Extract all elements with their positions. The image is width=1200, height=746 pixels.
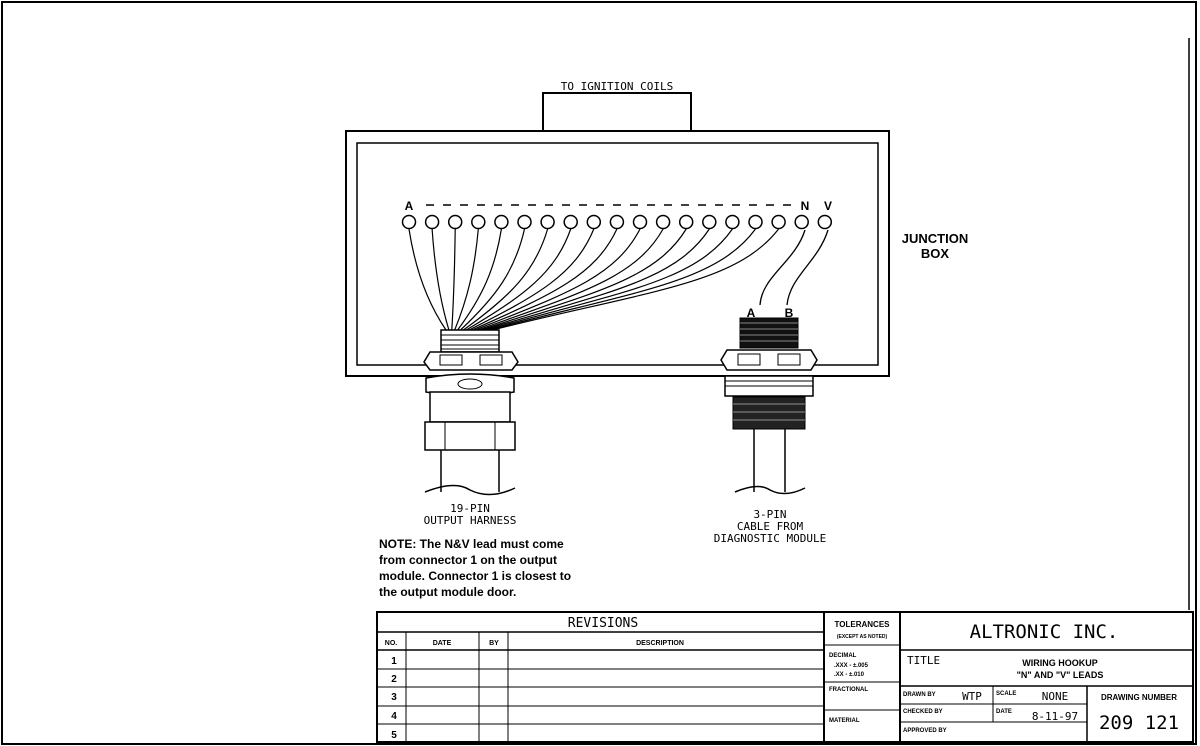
output-harness-gland bbox=[423, 329, 519, 496]
drawn-by-label: DRAWN BY bbox=[903, 692, 936, 698]
cable-label-3: DIAGNOSTIC MODULE bbox=[714, 532, 827, 545]
terminal-post bbox=[817, 214, 833, 230]
fractional-label: FRACTIONAL bbox=[829, 687, 868, 693]
terminal-strip bbox=[401, 214, 833, 230]
decimal-label: DECIMAL bbox=[829, 653, 857, 659]
harness-wire bbox=[454, 228, 479, 331]
harness-label-1: 19-PIN bbox=[450, 502, 490, 515]
terminal-post bbox=[771, 214, 786, 230]
terminal-label-n: N bbox=[801, 199, 810, 213]
junction-box-inner bbox=[356, 142, 879, 366]
terminal-post bbox=[748, 214, 763, 230]
harness-wire bbox=[468, 228, 595, 331]
col-no: NO. bbox=[385, 640, 398, 647]
diagnostic-cable-gland bbox=[720, 317, 818, 495]
wire-v bbox=[786, 229, 829, 306]
title-line-2: "N" AND "V" LEADS bbox=[1017, 670, 1104, 680]
junction-box-label-2: BOX bbox=[921, 246, 950, 261]
revision-row-numbers: 1 2 3 4 5 bbox=[391, 656, 397, 741]
harness-wire bbox=[465, 228, 572, 331]
revisions-title: REVISIONS bbox=[568, 616, 638, 631]
terminal-post bbox=[678, 214, 694, 230]
terminal-post bbox=[725, 214, 740, 230]
terminal-post bbox=[702, 214, 717, 230]
terminal-post bbox=[794, 214, 809, 230]
drawn-by-value: WTP bbox=[962, 690, 982, 703]
terminal-post bbox=[563, 214, 578, 230]
terminal-post bbox=[609, 214, 625, 230]
xx-tolerance: .XX - ±.010 bbox=[834, 672, 865, 678]
material-label: MATERIAL bbox=[829, 718, 860, 724]
harness-wire bbox=[463, 228, 549, 331]
wire-n bbox=[759, 229, 806, 306]
xxx-tolerance: .XXX - ±.005 bbox=[834, 663, 869, 669]
terminal-post bbox=[494, 214, 509, 230]
wire-label-a: A bbox=[747, 306, 756, 320]
harness-wire bbox=[480, 228, 687, 331]
harness-wire bbox=[457, 228, 502, 331]
harness-wire bbox=[474, 228, 641, 331]
harness-wire bbox=[486, 228, 733, 331]
terminal-post bbox=[632, 214, 648, 230]
scale-value: NONE bbox=[1042, 690, 1069, 703]
revision-row: 2 bbox=[391, 674, 397, 685]
date-label: DATE bbox=[996, 709, 1012, 715]
harness-wire bbox=[460, 228, 526, 331]
scale-label: SCALE bbox=[996, 691, 1016, 697]
terminal-post bbox=[517, 214, 532, 230]
harness-wire bbox=[492, 228, 780, 331]
harness-wire bbox=[408, 228, 447, 331]
wire-label-b: B bbox=[785, 306, 794, 320]
terminal-post bbox=[447, 214, 463, 230]
col-date: DATE bbox=[433, 640, 452, 647]
except-noted-label: (EXCEPT AS NOTED) bbox=[837, 634, 888, 640]
col-description: DESCRIPTION bbox=[636, 640, 684, 647]
terminal-label-v: V bbox=[824, 199, 832, 213]
junction-box-outer bbox=[345, 130, 890, 377]
junction-box-label-1: JUNCTION bbox=[902, 231, 968, 246]
harness-wire bbox=[431, 228, 450, 331]
drawing-number-label: DRAWING NUMBER bbox=[1101, 693, 1177, 702]
date-value: 8-11-97 bbox=[1032, 710, 1078, 723]
terminal-post bbox=[471, 214, 486, 230]
drawing-number: 209 121 bbox=[1099, 712, 1179, 734]
terminal-label-a: A bbox=[405, 199, 414, 213]
harness-wire bbox=[477, 228, 664, 331]
cable-label-1: 3-PIN bbox=[753, 508, 786, 521]
revision-row: 5 bbox=[391, 730, 397, 741]
title-block bbox=[376, 611, 1194, 743]
harness-wire bbox=[483, 228, 710, 331]
harness-label-2: OUTPUT HARNESS bbox=[424, 514, 517, 527]
ignition-coils-label: TO IGNITION COILS bbox=[561, 80, 674, 93]
harness-wire bbox=[489, 228, 756, 331]
svg-text:the output module door.: the output module door. bbox=[379, 585, 516, 599]
col-by: BY bbox=[489, 640, 499, 647]
terminal-post bbox=[401, 214, 417, 230]
approved-by-label: APPROVED BY bbox=[903, 728, 947, 734]
terminal-post bbox=[586, 214, 602, 230]
company-name: ALTRONIC INC. bbox=[970, 621, 1119, 643]
tolerances-label: TOLERANCES bbox=[835, 620, 891, 629]
revision-row: 1 bbox=[391, 656, 397, 667]
svg-text:NOTE: The N&V lead must come: NOTE: The N&V lead must come bbox=[379, 537, 564, 551]
harness-wire bbox=[471, 228, 618, 331]
terminal-post bbox=[424, 214, 440, 230]
harness-wires bbox=[408, 228, 780, 331]
revision-row: 3 bbox=[391, 692, 397, 703]
revision-row: 4 bbox=[391, 711, 397, 722]
cable-label-2: CABLE FROM bbox=[737, 520, 804, 533]
harness-wire bbox=[451, 228, 456, 331]
note-text: NOTE: The N&V lead must come from connec… bbox=[379, 537, 571, 599]
svg-text:module. Connector 1 is closest: module. Connector 1 is closest to bbox=[379, 569, 571, 583]
checked-by-label: CHECKED BY bbox=[903, 709, 943, 715]
terminal-post bbox=[655, 214, 671, 230]
title-label: TITLE bbox=[907, 654, 940, 667]
ignition-coil-port bbox=[542, 92, 692, 132]
title-line-1: WIRING HOOKUP bbox=[1022, 658, 1098, 668]
svg-text:from connector 1 on the output: from connector 1 on the output bbox=[379, 553, 557, 567]
terminal-post bbox=[540, 214, 555, 230]
